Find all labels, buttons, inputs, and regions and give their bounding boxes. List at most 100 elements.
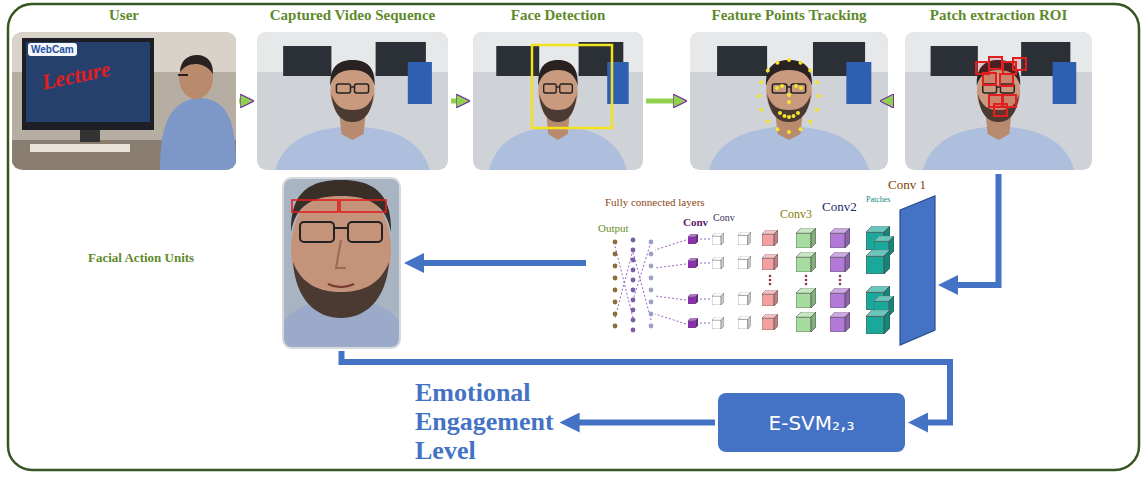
cnn-links bbox=[615, 239, 710, 324]
panel-title: Patch extraction ROI bbox=[930, 7, 1067, 24]
feature-points-part bbox=[778, 111, 782, 115]
fc-neurons-part-part bbox=[631, 318, 636, 323]
patch-squares bbox=[976, 57, 1026, 116]
face-closeup-part bbox=[334, 227, 348, 229]
user-photo-part bbox=[22, 38, 154, 130]
image-panel: Feature Points Tracking bbox=[690, 32, 888, 170]
cnn-links-part bbox=[655, 264, 686, 268]
patch-squares-part bbox=[989, 57, 1002, 69]
video-frame bbox=[257, 32, 448, 170]
hollow-cubes-part bbox=[738, 256, 751, 269]
panel-title: Feature Points Tracking bbox=[712, 7, 867, 24]
fc-neurons-part-part bbox=[613, 300, 618, 305]
hollow-cubes-part bbox=[712, 257, 724, 269]
small-cubes-part bbox=[688, 234, 698, 244]
patch-squares-part bbox=[1013, 58, 1026, 70]
hollow-cubes-part bbox=[738, 292, 751, 305]
cnn-links-part bbox=[633, 252, 651, 320]
panel-title: Face Detection bbox=[511, 7, 606, 24]
cnn-block: Conv 1PatchesConv2Conv3ConvConvOutputFul… bbox=[590, 178, 935, 345]
fc-neurons-part-part bbox=[631, 288, 636, 293]
fc-neurons-part-part bbox=[613, 276, 618, 281]
feature-points-part bbox=[776, 61, 780, 65]
ellipsis-dots bbox=[769, 275, 842, 286]
patch-squares-part bbox=[1000, 74, 1013, 86]
fc-neurons-part-part bbox=[631, 328, 636, 333]
fc-neurons-part bbox=[631, 238, 636, 333]
face-closeup-part bbox=[283, 178, 400, 348]
face-closeup-part bbox=[300, 222, 334, 242]
box-label: E-SVM₂,₃ bbox=[769, 411, 855, 435]
feature-points-part bbox=[787, 115, 791, 119]
ellipsis-dots-part bbox=[805, 283, 808, 286]
teal-cubes bbox=[866, 226, 894, 334]
user-photo-part bbox=[178, 74, 188, 76]
face-closeup-part bbox=[328, 284, 354, 287]
small-cubes-part bbox=[688, 258, 698, 268]
cnn-links-part bbox=[615, 250, 633, 318]
cnn-links-part bbox=[615, 246, 633, 318]
feature-points-part bbox=[766, 69, 770, 73]
teal-cubes-part bbox=[866, 250, 890, 274]
face-closeup-part bbox=[293, 262, 389, 318]
output-label: Emotional Engagement Level bbox=[415, 378, 554, 465]
conv-slab bbox=[900, 196, 935, 345]
video-frame bbox=[905, 32, 1092, 170]
layer-label: Conv bbox=[683, 216, 708, 228]
red-cubes-part bbox=[762, 230, 778, 246]
feature-points-part bbox=[787, 93, 791, 97]
fc-neurons-part-part bbox=[613, 312, 618, 317]
feature-points-part bbox=[780, 84, 784, 88]
face-closeup bbox=[283, 178, 400, 348]
red-cubes bbox=[762, 230, 778, 330]
fc-neurons-part-part bbox=[631, 298, 636, 303]
ellipsis-dots-part bbox=[839, 279, 842, 282]
layer-label: Patches bbox=[866, 196, 890, 205]
user-photo-part bbox=[180, 55, 213, 74]
cnn-drawing bbox=[613, 196, 935, 345]
fc-neurons-part-part bbox=[613, 264, 618, 269]
fc-neurons-part-part bbox=[649, 300, 654, 305]
feature-points-part bbox=[787, 58, 791, 62]
process-arrow bbox=[420, 260, 586, 266]
cnn-links-part bbox=[633, 242, 651, 300]
cnn-links-part bbox=[700, 239, 710, 240]
green-cubes-part bbox=[796, 252, 816, 272]
fc-neurons-part-part bbox=[631, 308, 636, 313]
hollow-cubes bbox=[712, 232, 751, 329]
layer-label: Fully connected layers bbox=[605, 196, 705, 208]
flow-arrow bbox=[239, 99, 243, 104]
hollow-cubes-part bbox=[712, 293, 724, 305]
cnn-links-part bbox=[700, 263, 710, 264]
connectors bbox=[239, 101, 999, 423]
ellipsis-dots-part bbox=[839, 275, 842, 278]
flow-arrow bbox=[451, 99, 459, 104]
ellipsis-dots-part bbox=[839, 283, 842, 286]
small-cubes-part bbox=[688, 318, 698, 328]
panel-title: Facial Action Units bbox=[88, 250, 194, 266]
purple-cubes-part bbox=[830, 228, 850, 248]
fc-neurons-part-part bbox=[649, 324, 654, 329]
fc-neurons-part-part bbox=[613, 288, 618, 293]
feature-points-part bbox=[796, 111, 800, 115]
face-panel: Facial Action Units bbox=[283, 178, 400, 348]
photo-frame bbox=[283, 178, 400, 348]
image-panel: Patch extraction ROI bbox=[905, 32, 1092, 170]
user-photo-part bbox=[12, 32, 236, 170]
fc-neurons-part-part bbox=[631, 238, 636, 243]
classifier-box: E-SVM₂,₃ bbox=[718, 393, 905, 452]
red-cubes-part bbox=[762, 314, 778, 330]
hollow-cubes-part bbox=[738, 316, 751, 329]
video-frame bbox=[690, 32, 888, 170]
layer-label: Conv bbox=[713, 212, 735, 223]
fc-neurons bbox=[613, 238, 654, 333]
user-photo bbox=[12, 32, 236, 170]
feature-points-part bbox=[775, 86, 779, 90]
cnn-links-part bbox=[700, 299, 710, 300]
process-arrow bbox=[576, 420, 715, 426]
cnn-links-part bbox=[700, 323, 710, 324]
face-closeup-part bbox=[291, 180, 391, 232]
hollow-cubes-part bbox=[712, 317, 724, 329]
